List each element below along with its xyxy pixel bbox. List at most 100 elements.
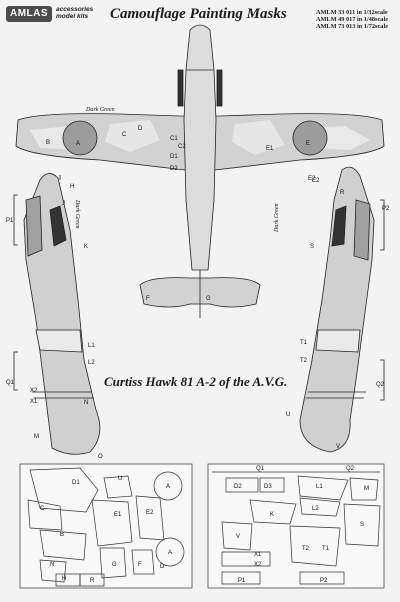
- plan-view: [15, 24, 385, 318]
- mask-sheet-right: [207, 463, 385, 589]
- mask-piece: [27, 499, 63, 531]
- tagline-line-1: accessories: [56, 6, 94, 13]
- plan-label-d: D: [138, 126, 143, 132]
- bracket-q1: [13, 351, 18, 391]
- mask-l-label-c: C: [40, 506, 45, 512]
- plan-labels: Dark Green A B C C1 C2 D D1 D2 E E1 E2 F…: [46, 107, 316, 302]
- bracket-p2: [380, 199, 385, 251]
- mask-r-label-t2: T2: [302, 546, 310, 552]
- mask-r-label-x1: X1: [254, 552, 262, 558]
- left-label-x1: X1: [30, 399, 38, 405]
- mask-l-label-d: D: [160, 564, 165, 570]
- mask-piece-round: [155, 537, 185, 567]
- mask-r-label-d3: D3: [264, 484, 272, 490]
- left-label-l2: L2: [88, 360, 95, 366]
- mask-piece: [259, 477, 285, 493]
- mask-piece: [349, 477, 379, 501]
- plan-label-a: A: [76, 141, 80, 147]
- mask-piece-round: [153, 471, 183, 501]
- code-1-72: AMLM 73 013 in 1/72scale: [315, 23, 388, 30]
- mask-r-label-d2: D2: [234, 484, 242, 490]
- sheet-title: Camouflage Painting Masks: [110, 6, 287, 22]
- mask-l-label-e1: E1: [114, 512, 122, 518]
- left-label-j: J: [62, 201, 65, 207]
- right-profile: [299, 166, 385, 453]
- right-label-t2: T2: [300, 358, 308, 364]
- right-label-s: S: [310, 244, 314, 250]
- mask-piece: [79, 573, 105, 587]
- mask-r-label-p2: P2: [320, 578, 328, 584]
- product-codes: AMLM 33 011 in 1/32scale AMLM 49 017 in …: [316, 9, 388, 30]
- left-label-p1: P1: [6, 218, 14, 224]
- camo-band-left: [35, 329, 83, 353]
- right-label-v: V: [336, 444, 340, 450]
- mask-l-label-r: R: [90, 578, 95, 584]
- mask-r-label-k: K: [270, 512, 274, 518]
- canopy-dark-area: [25, 195, 43, 257]
- mask-piece: [343, 503, 381, 547]
- mask-r-label-t1: T1: [322, 546, 330, 552]
- camo-patch: [232, 120, 285, 155]
- mask-piece: [221, 571, 261, 585]
- plan-label-d2: D2: [170, 166, 178, 172]
- mask-l-label-b: B: [60, 532, 64, 538]
- mask-piece: [221, 521, 253, 551]
- mask-r-label-v: V: [236, 534, 240, 540]
- plan-label-e1: E1: [266, 146, 274, 152]
- mask-piece: [221, 551, 271, 567]
- left-color-note: Dark Green: [74, 199, 80, 229]
- mask-l-label-h: H: [62, 576, 66, 582]
- fuselage-plan: [183, 24, 217, 271]
- exhaust-side-left: [49, 205, 67, 247]
- bracket-q2: [380, 359, 385, 401]
- mask-piece: [299, 571, 345, 585]
- bracket-p1: [13, 175, 61, 246]
- mask-r-label-q1: Q1: [256, 466, 265, 472]
- left-profile: [13, 173, 101, 455]
- mask-piece: [99, 547, 127, 579]
- mask-piece: [225, 477, 259, 493]
- exhaust-right: [216, 69, 223, 107]
- left-label-l1: L1: [88, 343, 95, 349]
- mask-sheet-right-labels: Q1 Q2 D2 D3 L1 M L2 K S V T2 T1 X1 X2 P1…: [234, 466, 369, 584]
- right-profile-labels: Dark Green E2 R P2 S T1 T2 Q2 U V: [274, 178, 390, 450]
- right-label-q2: Q2: [376, 382, 385, 388]
- plan-label-d1: D1: [170, 154, 178, 160]
- right-label-t1: T1: [300, 340, 308, 346]
- left-label-n: N: [84, 400, 88, 406]
- camo-band-right: [315, 329, 361, 353]
- mask-l-label-a1: A: [166, 484, 170, 490]
- mask-l-label-u: U: [118, 476, 122, 482]
- mask-piece: [249, 499, 297, 525]
- mask-l-label-e2: E2: [146, 510, 154, 516]
- mask-piece: [297, 475, 349, 501]
- right-label-r: R: [340, 190, 345, 196]
- left-label-q1: Q1: [6, 380, 15, 386]
- right-label-e2: E2: [312, 178, 320, 184]
- plan-label-g: G: [206, 296, 211, 302]
- mask-piece: [39, 559, 67, 583]
- code-1-32: AMLM 33 011 in 1/32scale: [315, 9, 388, 16]
- mask-r-label-x2: X2: [254, 562, 262, 568]
- plan-label-e: E: [306, 141, 310, 147]
- exhaust-left: [177, 69, 184, 107]
- mask-l-label-n: N: [50, 562, 54, 568]
- left-label-k: K: [84, 244, 88, 250]
- mask-l-label-a2: A: [168, 550, 172, 556]
- mask-piece: [39, 529, 87, 561]
- tagline-line-2: model kits: [56, 13, 89, 20]
- left-label-m: M: [34, 434, 39, 440]
- fuselage-left-side: [23, 173, 101, 455]
- mask-r-label-l2: L2: [312, 506, 319, 512]
- mask-piece: [299, 497, 341, 517]
- mask-r-label-p1: P1: [238, 578, 246, 584]
- right-color-note: Dark Green: [274, 203, 280, 233]
- mask-piece: [131, 549, 155, 575]
- left-label-o: O: [98, 454, 103, 460]
- mask-r-label-s: S: [360, 522, 364, 528]
- roundel-left: [62, 120, 98, 156]
- code-1-48: AMLM 49 017 in 1/48scale: [315, 16, 388, 23]
- left-label-x2: X2: [30, 388, 38, 394]
